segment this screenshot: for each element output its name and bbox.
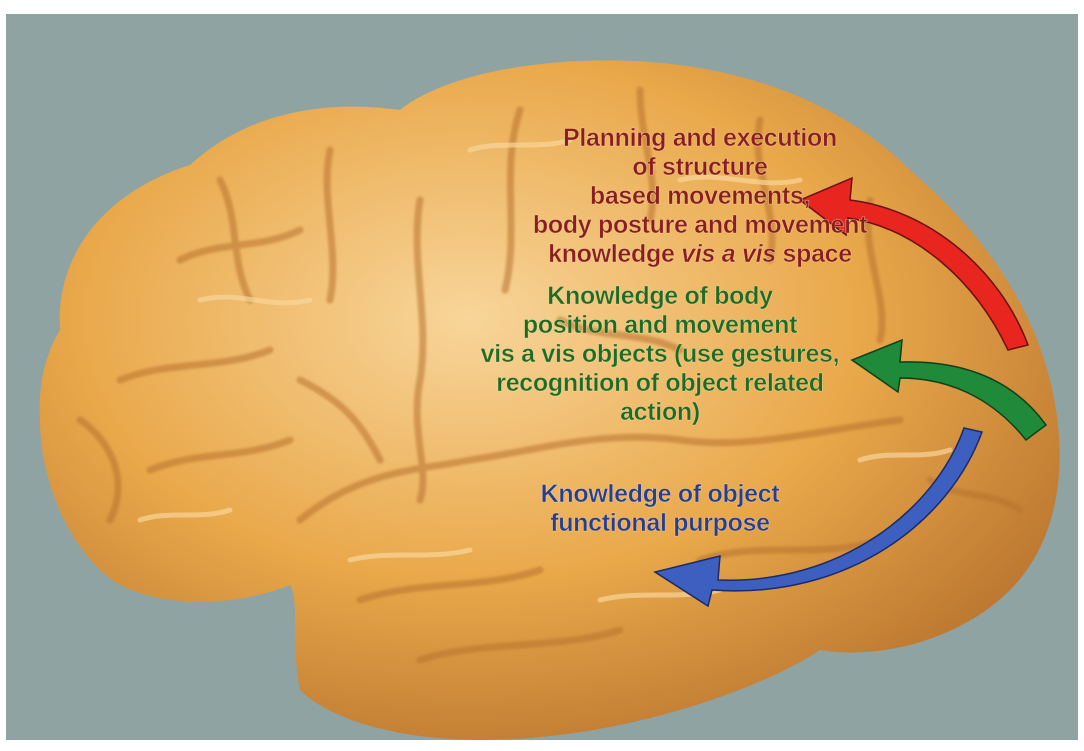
dorsal-line-5-post: space <box>776 240 852 268</box>
dorsal-line-2: of structure <box>470 153 930 182</box>
ventral-line-2: functional purpose <box>480 509 840 538</box>
ventro-line-1: Knowledge of body <box>440 282 880 311</box>
dorsal-line-4: body posture and movement <box>470 211 930 240</box>
dorsal-stream-label: Planning and execution of structure base… <box>470 124 930 269</box>
ventro-dorsal-stream-label: Knowledge of body position and movement … <box>440 282 880 427</box>
dorsal-line-5: knowledge vis a vis space <box>470 240 930 269</box>
dorsal-line-3: based movements, <box>470 182 930 211</box>
ventro-line-4: recognition of object related <box>440 369 880 398</box>
ventro-line-3: vis a vis objects (use gestures, <box>440 340 880 369</box>
ventral-line-1: Knowledge of object <box>480 480 840 509</box>
dorsal-line-5-em: vis a vis <box>681 240 776 268</box>
dorsal-line-1: Planning and execution <box>470 124 930 153</box>
ventro-line-2: position and movement <box>440 311 880 340</box>
ventral-stream-label: Knowledge of object functional purpose <box>480 480 840 538</box>
ventro-line-5: action) <box>440 398 880 427</box>
dorsal-line-5-pre: knowledge <box>548 240 681 268</box>
